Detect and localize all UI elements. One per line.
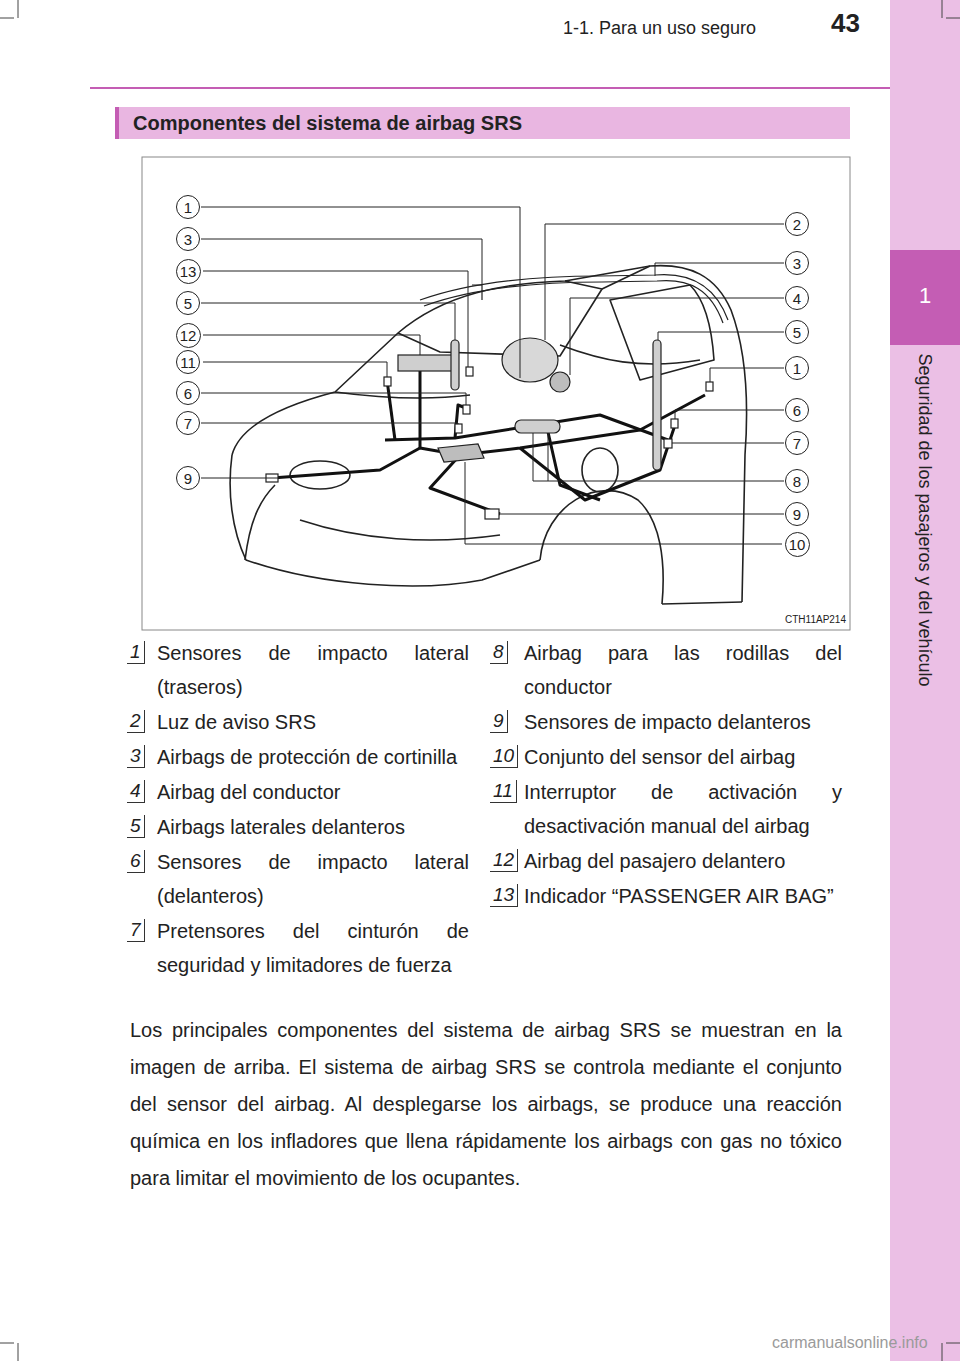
- callout-number: 6: [176, 381, 200, 405]
- callout-number: 9: [785, 502, 809, 526]
- legend-number: 4: [127, 780, 145, 803]
- callout-text: 5: [184, 296, 192, 311]
- callout-number: 7: [785, 431, 809, 455]
- callout-number: 6: [785, 398, 809, 422]
- callout-number: 11: [176, 350, 200, 374]
- callout-number: 12: [176, 323, 201, 348]
- figure-code: CTH11AP214: [760, 614, 846, 625]
- legend-number: 9: [490, 710, 508, 733]
- callout-number: 13: [176, 259, 201, 284]
- callout-text: 5: [793, 325, 801, 340]
- curtain-airbag: [420, 275, 728, 323]
- callout-text: 13: [180, 264, 197, 279]
- legend-number: 11: [490, 780, 517, 803]
- callout-number: 2: [785, 212, 809, 236]
- callout-number: 5: [176, 291, 200, 315]
- callout-number: 3: [176, 227, 200, 251]
- legend-number: 3: [127, 745, 145, 768]
- callout-number: 4: [785, 286, 809, 310]
- callout-text: 3: [793, 256, 801, 271]
- legend-text: Sensores de impacto lateral (traseros): [157, 636, 469, 704]
- legend-text: Luz de aviso SRS: [157, 705, 469, 739]
- legend-number: 7: [127, 919, 145, 942]
- callout-text: 11: [180, 355, 196, 370]
- callout-text: 6: [184, 386, 192, 401]
- callout-text: 9: [184, 471, 192, 486]
- callout-number: 1: [176, 195, 200, 219]
- page-number: 43: [790, 8, 860, 39]
- callout-number: 3: [785, 251, 809, 275]
- legend-text: Airbags de protección de cortinilla: [157, 740, 469, 774]
- chapter-tab-title: Seguridad de los pasajeros y del vehícul…: [913, 320, 937, 720]
- legend-text: Sensores de impacto lateral (delanteros): [157, 845, 469, 913]
- chapter-tab-number: 1: [890, 283, 960, 309]
- chapter-tab: [890, 250, 960, 345]
- legend-text: Airbag para las rodillas del conductor: [524, 636, 842, 704]
- legend-text: Sensores de impacto delanteros: [524, 705, 842, 739]
- figure-frame: [142, 157, 850, 630]
- car-illustration: [230, 266, 747, 604]
- legend-text: Conjunto del sensor del airbag: [524, 740, 842, 774]
- body-text: Los principales componentes del sistema …: [130, 1012, 842, 1197]
- section-heading: Componentes del sistema de airbag SRS: [115, 107, 850, 139]
- callout-number: 10: [785, 532, 810, 557]
- side-band: [890, 0, 960, 1361]
- legend-number: 10: [490, 745, 518, 768]
- legend-number: 8: [490, 641, 508, 664]
- callout-number: 1: [785, 356, 809, 380]
- watermark: carmanualsonline.info: [772, 1334, 952, 1352]
- legend-text: Airbags laterales delanteros: [157, 810, 469, 844]
- callout-text: 1: [184, 200, 192, 215]
- srs-components: [266, 338, 713, 519]
- legend-number: 2: [127, 710, 145, 733]
- callout-number: 9: [176, 466, 200, 490]
- callout-text: 12: [180, 328, 197, 343]
- callout-number: 8: [785, 469, 809, 493]
- callout-number: 7: [176, 411, 200, 435]
- callout-text: 1: [793, 361, 801, 376]
- callout-text: 3: [184, 232, 192, 247]
- callout-text: 7: [793, 436, 801, 451]
- legend-text: Indicador “PASSENGER AIR BAG”: [524, 879, 842, 913]
- legend-number: 5: [127, 815, 145, 838]
- callout-text: 8: [793, 474, 801, 489]
- legend-text: Interruptor de activación y desactivació…: [524, 775, 842, 843]
- legend-number: 6: [127, 850, 145, 873]
- legend-text: Pretensores del cinturón de seguridad y …: [157, 914, 469, 982]
- leader-lines: [201, 207, 784, 544]
- callout-text: 9: [793, 507, 801, 522]
- legend-text: Airbag del conductor: [157, 775, 469, 809]
- legend-number: 1: [127, 641, 145, 664]
- legend-number: 13: [490, 884, 518, 907]
- callout-text: 4: [793, 291, 801, 306]
- callout-number: 5: [785, 320, 809, 344]
- callout-text: 2: [793, 217, 801, 232]
- legend-text: Airbag del pasajero delantero: [524, 844, 842, 878]
- running-header: 1-1. Para un uso seguro: [540, 18, 756, 39]
- callout-text: 6: [793, 403, 801, 418]
- legend-number: 12: [490, 849, 518, 872]
- wiring-harness: [272, 370, 705, 514]
- callout-text: 7: [184, 416, 192, 431]
- header-rule: [90, 87, 890, 89]
- callout-text: 10: [789, 537, 806, 552]
